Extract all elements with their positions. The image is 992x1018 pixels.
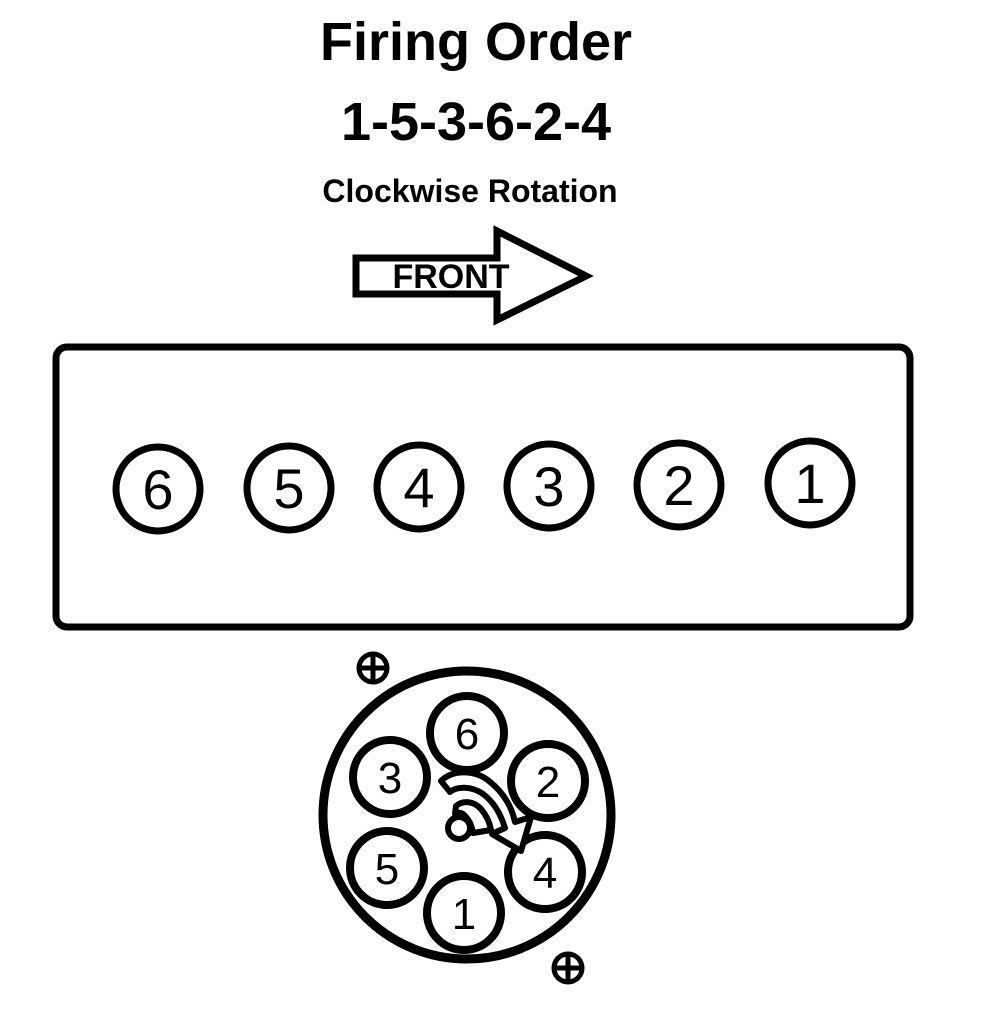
cylinder-label: 3 — [533, 455, 564, 518]
terminal-label: 4 — [533, 849, 557, 898]
rotation-note: Clockwise Rotation — [322, 173, 617, 209]
cylinder-label: 5 — [273, 457, 304, 520]
terminal-label: 2 — [536, 758, 560, 807]
cylinder-circle — [503, 440, 595, 532]
distributor-terminal-4[interactable]: 4 — [504, 831, 586, 913]
cylinder-2[interactable]: 5 — [243, 442, 335, 534]
distributor-terminal-5[interactable]: 5 — [346, 827, 428, 909]
terminal-circle — [504, 831, 586, 913]
front-arrow: FRONT — [352, 225, 594, 326]
cylinder-5[interactable]: 2 — [633, 439, 725, 531]
cylinder-label: 6 — [142, 458, 173, 521]
distributor-terminal-3[interactable]: 3 — [349, 736, 431, 818]
distributor-terminal-6[interactable]: 6 — [426, 692, 508, 774]
terminal-label: 1 — [452, 890, 476, 939]
cylinder-circle — [112, 443, 204, 535]
cylinder-circle — [633, 439, 725, 531]
crosshair-screw-upper-left — [356, 651, 390, 685]
cylinder-circle — [764, 437, 856, 529]
rotor-arrow-shape — [438, 769, 534, 854]
cylinder-6[interactable]: 1 — [764, 437, 856, 529]
front-arrow-label: FRONT — [392, 258, 509, 296]
terminal-circle — [346, 827, 428, 909]
front-arrow-shape — [352, 225, 594, 326]
rotor-pivot-hole — [445, 814, 473, 842]
cylinder-label: 1 — [794, 452, 825, 515]
distributor-terminal-1[interactable]: 1 — [423, 872, 505, 954]
cylinder-circle — [243, 442, 335, 534]
cylinder-3[interactable]: 4 — [373, 441, 465, 533]
engine-block-outline — [52, 343, 914, 631]
distributor-cap: 6 2 4 1 5 3 — [318, 651, 616, 985]
rotor-arrow-inner-shape — [452, 799, 494, 836]
page-title: Firing Order — [320, 12, 632, 72]
terminal-circle — [507, 740, 589, 822]
terminal-label: 5 — [375, 845, 399, 894]
terminal-label: 6 — [455, 710, 479, 759]
cylinder-4[interactable]: 3 — [503, 440, 595, 532]
cylinder-label: 4 — [403, 456, 434, 519]
distributor-terminal-2[interactable]: 2 — [507, 740, 589, 822]
cylinder-1[interactable]: 6 — [112, 443, 204, 535]
terminal-label: 3 — [378, 754, 402, 803]
cylinder-circle — [373, 441, 465, 533]
rotor-clockwise-arrow-icon — [438, 769, 534, 854]
cylinder-label: 2 — [663, 454, 694, 517]
firing-sequence: 1-5-3-6-2-4 — [341, 92, 611, 152]
terminal-circle — [349, 736, 431, 818]
crosshair-screw-lower-right — [551, 951, 585, 985]
terminal-circle — [423, 872, 505, 954]
engine-block: 6 5 4 3 2 1 — [52, 343, 914, 631]
